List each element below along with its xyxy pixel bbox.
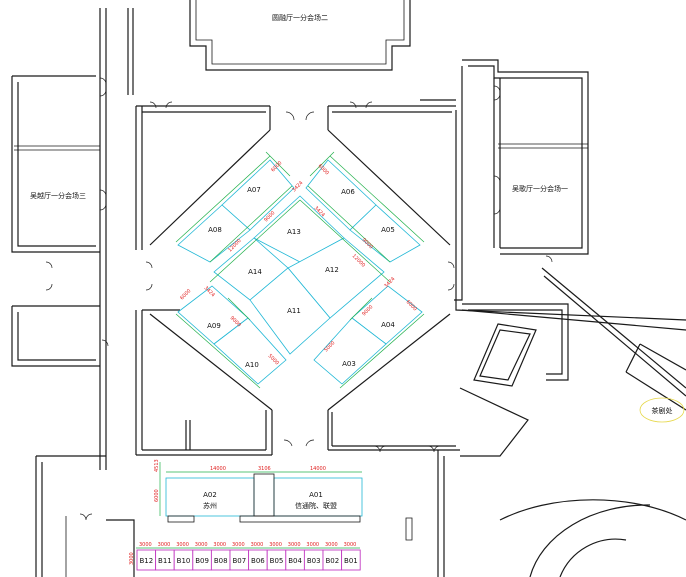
label-a03: A03 [342,360,356,368]
svg-text:3424: 3424 [291,180,304,193]
svg-text:3000: 3000 [129,552,135,565]
label-a02: A02 [203,491,217,499]
dim-label-b07: 3000 [232,542,245,548]
svg-text:6000: 6000 [179,288,192,301]
svg-text:14000: 14000 [310,466,326,472]
dim-label-b10: 3000 [176,542,189,548]
booth-a02[interactable] [165,477,255,517]
label-a02-sub: 苏州 [203,501,217,510]
booth-labels: A07 A08 A06 A05 A13 A14 A12 A11 A09 A10 … [207,186,395,369]
label-a04: A04 [381,321,395,329]
booth-b01[interactable] [341,549,361,571]
svg-text:14000: 14000 [210,466,226,472]
label-b04: B04 [288,557,302,565]
label-a13: A13 [287,228,301,236]
label-b06: B06 [251,557,265,565]
label-a01: A01 [309,491,323,499]
label-a06: A06 [341,188,355,196]
label-a12: A12 [325,266,339,274]
label-b01: B01 [344,557,358,565]
label-a11: A11 [287,307,301,315]
label-b09: B09 [195,557,209,565]
doors [45,77,553,521]
label-a10: A10 [245,361,259,369]
hall-right-label: 吴歌厅一分会场一 [512,184,568,193]
tea-room-label: 茶剧处 [652,406,673,415]
label-b12: B12 [139,557,153,565]
dim-label-b03: 3000 [306,542,319,548]
svg-text:3106: 3106 [258,466,271,472]
booth-a03[interactable] [313,317,387,385]
label-a07: A07 [247,186,261,194]
dimension-lines [175,151,425,389]
booth-a11[interactable] [249,267,331,355]
label-b05: B05 [270,557,284,565]
booth-diamond [177,159,423,385]
dim-label-b09: 3000 [195,542,208,548]
dim-label-b02: 3000 [325,542,338,548]
hall-left-label: 吴越厅一分会场三 [30,191,86,200]
hall-top-label: 圆融厅一分会场二 [272,13,328,22]
dim-label-b08: 3000 [213,542,226,548]
label-b03: B03 [307,557,321,565]
label-b10: B10 [177,557,191,565]
label-a09: A09 [207,322,221,330]
label-b02: B02 [325,557,339,565]
dim-label-b06: 3000 [251,542,264,548]
label-b11: B11 [158,557,172,565]
svg-text:4513: 4513 [154,459,160,472]
label-b07: B07 [232,557,246,565]
lower-booths: 14000 3106 14000 6000 4513 A02 苏州 A01 信通… [154,459,363,523]
label-b08: B08 [214,557,228,565]
booth-a10[interactable] [213,317,287,385]
svg-text:6000: 6000 [154,489,160,502]
label-a08: A08 [208,226,222,234]
dim-label-b12: 3000 [139,542,152,548]
booth-gap [253,473,275,517]
walls [11,0,686,577]
dim-label-b05: 3000 [269,542,282,548]
dim-label-b11: 3000 [158,542,171,548]
dim-label-b04: 3000 [288,542,301,548]
dim-label-b01: 3000 [344,542,357,548]
label-a14: A14 [248,268,262,276]
tea-room-marker [639,397,685,423]
label-a01-sub: 信通院、联盟 [295,501,337,510]
label-a05: A05 [381,226,395,234]
hall-labels: 圆融厅一分会场二 吴越厅一分会场三 吴歌厅一分会场一 茶剧处 [30,13,673,415]
